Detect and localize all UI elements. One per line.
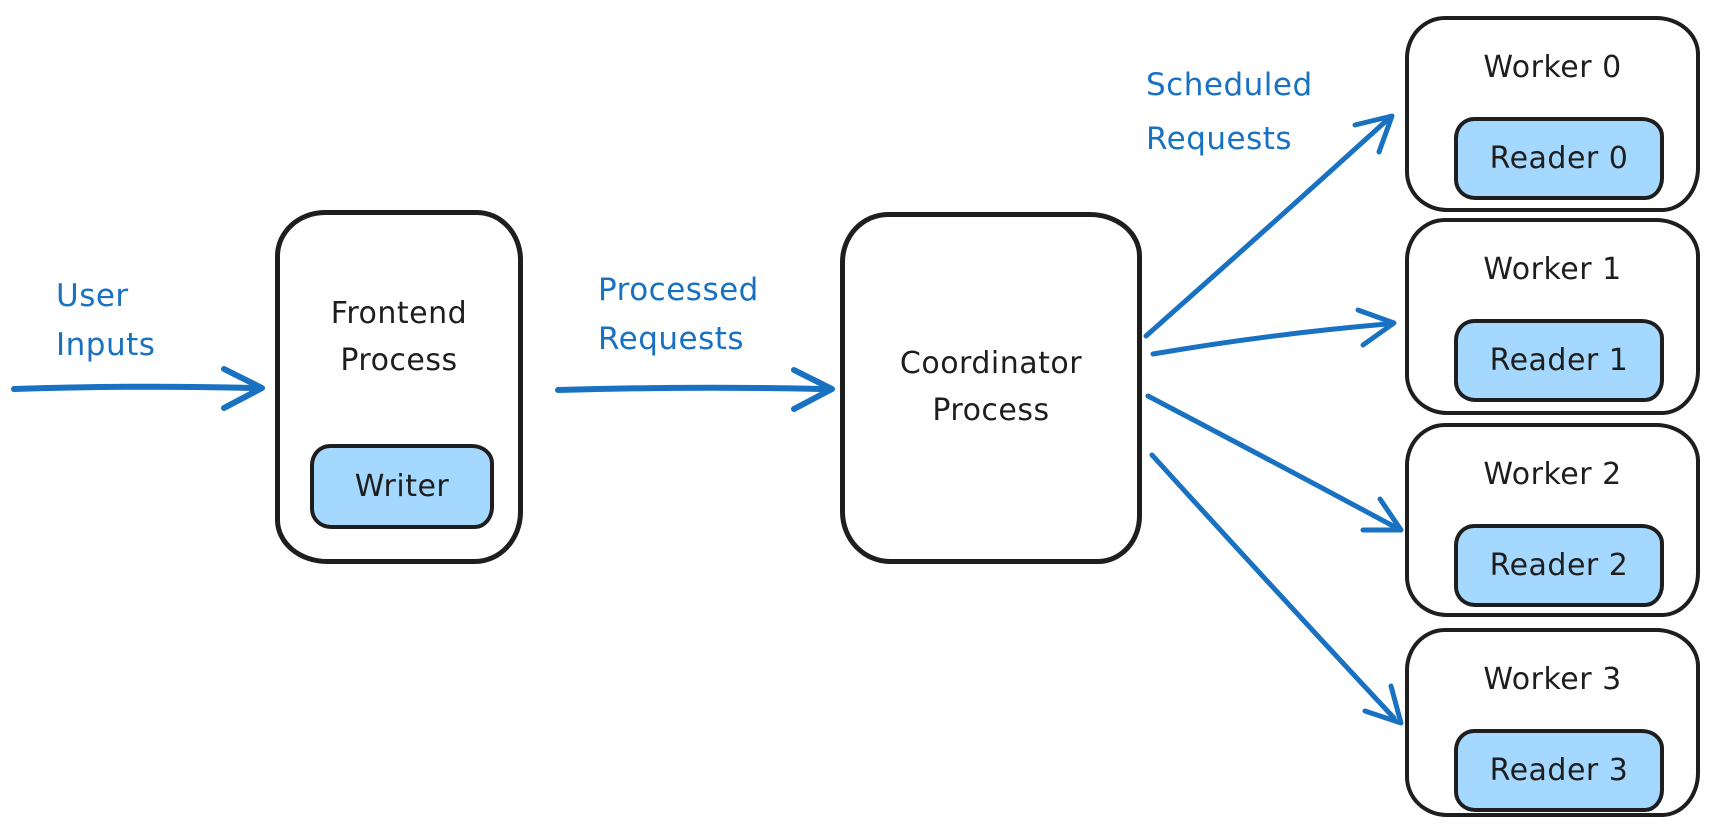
worker-3-label: Worker 3 [1483, 662, 1622, 697]
writer-label: Writer [354, 469, 450, 504]
reader-0-label: Reader 0 [1489, 141, 1629, 176]
frontend-process-label: Frontend Process [330, 296, 468, 378]
worker-3-box: Worker 3 Reader 3 [1405, 628, 1700, 817]
worker-0-label: Worker 0 [1483, 50, 1622, 85]
worker-1-label: Worker 1 [1483, 252, 1622, 287]
scheduled-arrow-worker-3 [1149, 452, 1404, 726]
user-inputs-arrow [11, 366, 265, 411]
reader-0-box: Reader 0 [1454, 117, 1664, 200]
scheduled-arrow-worker-2 [1145, 393, 1404, 533]
reader-3-box: Reader 3 [1454, 729, 1664, 812]
coordinator-process-box [840, 212, 1142, 564]
worker-2-label: Worker 2 [1483, 457, 1622, 492]
writer-box: Writer [310, 444, 494, 529]
worker-2-box: Worker 2 Reader 2 [1405, 423, 1700, 617]
scheduled-arrow-worker-0 [1143, 113, 1395, 339]
processed-requests-label: Processed Requests [598, 272, 759, 357]
user-inputs-label: User Inputs [56, 278, 156, 363]
reader-2-box: Reader 2 [1454, 524, 1664, 607]
scheduled-arrow-worker-1 [1150, 307, 1397, 357]
scheduled-requests-label: Scheduled Requests [1146, 67, 1313, 157]
processed-requests-arrow [555, 367, 835, 412]
worker-1-box: Worker 1 Reader 1 [1405, 218, 1700, 415]
coordinator-process-label: Coordinator Process [899, 346, 1083, 428]
reader-1-label: Reader 1 [1489, 343, 1629, 378]
reader-3-label: Reader 3 [1489, 753, 1629, 788]
reader-2-label: Reader 2 [1489, 548, 1629, 583]
reader-1-box: Reader 1 [1454, 319, 1664, 402]
worker-0-box: Worker 0 Reader 0 [1405, 16, 1700, 212]
